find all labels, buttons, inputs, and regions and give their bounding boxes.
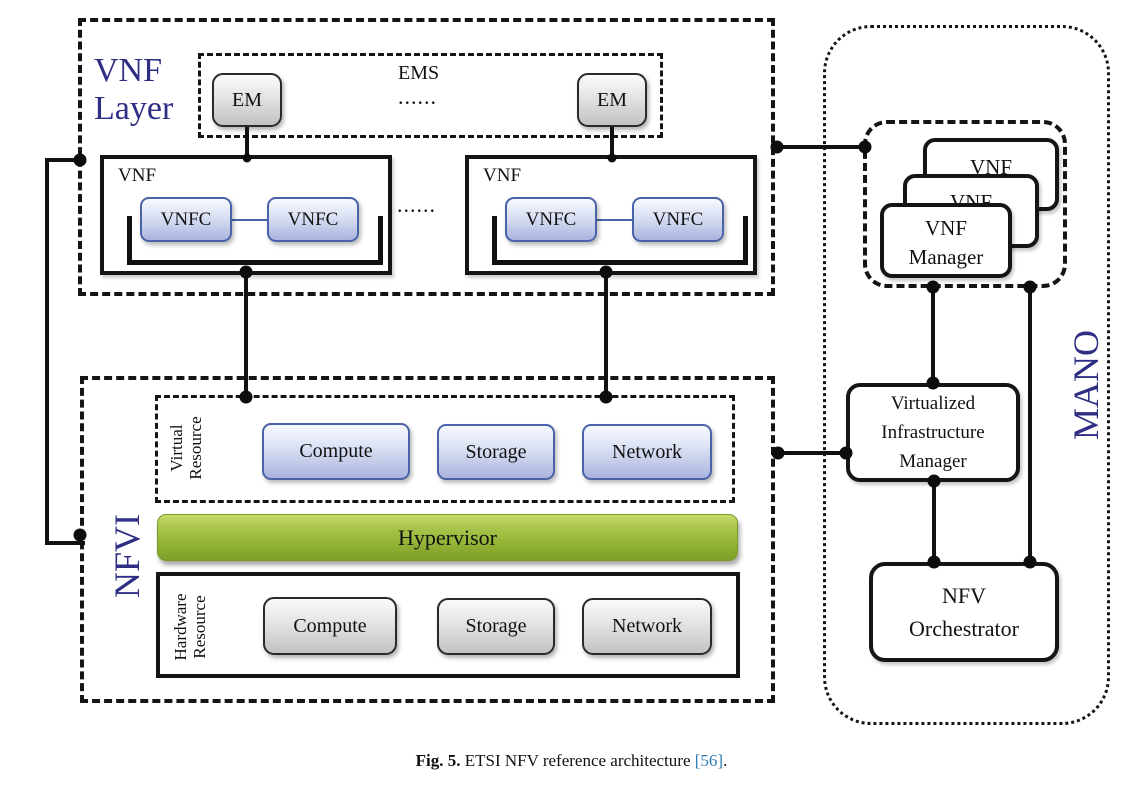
hypervisor-bar: Hypervisor xyxy=(157,514,738,561)
junction-dot xyxy=(771,446,785,460)
em-box-1: EM xyxy=(212,73,282,127)
figure-caption-period: . xyxy=(723,751,728,770)
figure-caption-citation-link[interactable]: [56] xyxy=(694,751,724,770)
virtual-resource-label: Virtual Resource xyxy=(167,416,205,479)
vnfc-link-2 xyxy=(597,219,632,221)
em-box-2: EM xyxy=(577,73,647,127)
hardware-storage-label: Storage xyxy=(465,615,527,637)
vnf-layer-label: VNF Layer xyxy=(94,52,173,128)
em2-stem-line xyxy=(610,127,614,159)
em1-stem-line xyxy=(245,127,249,159)
figure-caption: Fig. 5. ETSI NFV reference architecture … xyxy=(0,751,1143,771)
em-box-1-label: EM xyxy=(232,88,262,111)
nfvi-to-vim-line xyxy=(776,451,848,455)
vnfc-box-1a: VNFC xyxy=(140,197,232,242)
junction-dot xyxy=(599,265,613,279)
vnfc-box-2b: VNFC xyxy=(632,197,724,242)
vnfc-link-1 xyxy=(232,219,267,221)
mano-box xyxy=(823,25,1110,725)
vnf-layer-label-line2: Layer xyxy=(94,90,174,127)
mano-label: MANO xyxy=(1066,329,1106,441)
vim-label-line3: Manager xyxy=(899,451,967,472)
junction-dot xyxy=(839,446,853,460)
virtual-compute-box: Compute xyxy=(262,423,410,480)
hardware-network-label: Network xyxy=(612,615,682,637)
ems-box xyxy=(198,53,663,138)
hardware-resource-label-line2: Resource xyxy=(190,595,209,659)
hardware-resource-label-line1: Hardware xyxy=(171,593,190,661)
vnfc-box-1a-label: VNFC xyxy=(160,208,212,230)
virtual-storage-label: Storage xyxy=(465,440,527,463)
junction-dot xyxy=(927,555,941,569)
vnfc-box-2b-label: VNFC xyxy=(652,208,704,230)
junction-dot xyxy=(599,390,613,404)
virtual-network-label: Network xyxy=(612,440,682,463)
vnfc-box-1b: VNFC xyxy=(267,197,359,242)
vnf-manager-card-line2: Manager xyxy=(908,245,984,269)
vnf-manager-card-line1: VNF xyxy=(924,216,967,240)
vnf-layer-label-line1: VNF xyxy=(94,52,163,89)
vnfm-to-nfvo-line xyxy=(1028,285,1032,564)
vim-label-line2: Infrastructure xyxy=(881,422,985,443)
vim-box: Virtualized Infrastructure Manager xyxy=(846,383,1020,482)
junction-dot xyxy=(927,474,941,488)
vim-to-nfvo-line xyxy=(932,479,936,564)
junction-dot xyxy=(239,265,253,279)
vnfm-to-vim-line xyxy=(931,285,935,385)
virtual-storage-box: Storage xyxy=(437,424,555,480)
vnfc-box-2a-label: VNFC xyxy=(525,208,577,230)
vnfc-bracket-1 xyxy=(127,216,383,265)
virtual-compute-label: Compute xyxy=(299,440,373,462)
hardware-network-box: Network xyxy=(582,598,712,655)
em-box-2-label: EM xyxy=(597,88,627,111)
virtual-resource-label-line1: Virtual xyxy=(167,424,186,472)
junction-dot xyxy=(607,153,617,163)
vnfc-box-2a: VNFC xyxy=(505,197,597,242)
figure-caption-number: Fig. 5. xyxy=(415,751,461,770)
junction-dot xyxy=(926,280,940,294)
vnf-gap-ellipsis: ...... xyxy=(397,192,436,217)
vnfc-bracket-2 xyxy=(492,216,748,265)
virtual-resource-box xyxy=(155,395,735,503)
hardware-resource-label: Hardware Resource xyxy=(171,593,209,660)
junction-dot xyxy=(73,153,87,167)
vnf2-down-line xyxy=(604,270,608,398)
virtual-resource-label-line2: Resource xyxy=(186,416,205,480)
junction-dot xyxy=(858,140,872,154)
vnf-manager-card: VNF Manager xyxy=(880,203,1012,278)
hardware-compute-label: Compute xyxy=(293,614,367,637)
junction-dot xyxy=(1023,280,1037,294)
junction-dot xyxy=(1023,555,1037,569)
left-connector-bracket xyxy=(45,158,85,545)
hardware-storage-box: Storage xyxy=(437,598,555,655)
ems-ellipsis: ...... xyxy=(398,84,437,109)
vim-label-line1: Virtualized xyxy=(890,393,976,414)
junction-dot xyxy=(73,528,87,542)
nfvo-label-line2: Orchestrator xyxy=(909,616,1019,641)
nfvo-box: NFV Orchestrator xyxy=(869,562,1059,662)
hardware-compute-box: Compute xyxy=(263,597,397,655)
nfvi-label: NFVI xyxy=(107,513,147,599)
vnf-manager-stack-box xyxy=(863,120,1067,288)
vnf-box-2-label: VNF xyxy=(483,165,522,186)
vnflayer-to-vnfm-line xyxy=(775,145,867,149)
virtual-network-box: Network xyxy=(582,424,712,480)
junction-dot xyxy=(770,140,784,154)
junction-dot xyxy=(239,390,253,404)
junction-dot xyxy=(242,153,252,163)
hypervisor-label: Hypervisor xyxy=(398,524,497,550)
junction-dot xyxy=(926,376,940,390)
vnf1-down-line xyxy=(244,270,248,398)
vnfc-box-1b-label: VNFC xyxy=(287,208,339,230)
ems-label: EMS xyxy=(398,62,440,84)
figure-caption-text: ETSI NFV reference architecture xyxy=(460,751,695,770)
vnf-box-1-label: VNF xyxy=(118,165,157,186)
nfvo-label-line1: NFV xyxy=(941,583,986,608)
